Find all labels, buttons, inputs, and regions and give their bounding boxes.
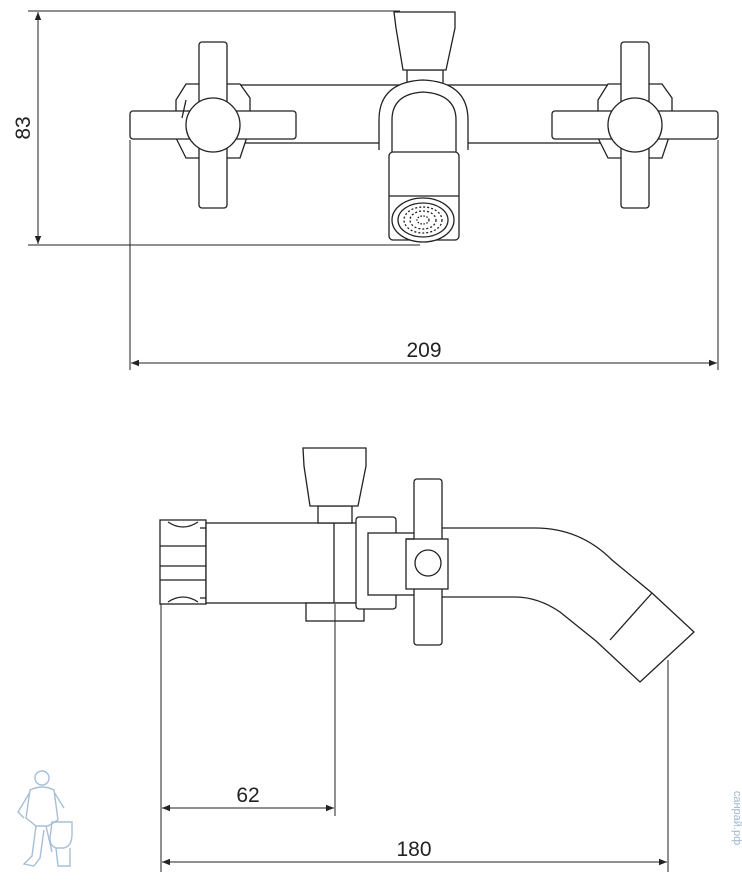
side-diverter-knob	[302, 447, 367, 524]
watermark-text: санрай.рф	[731, 791, 742, 845]
side-wall-nut	[159, 519, 207, 605]
height-dimension-label: 83	[12, 116, 35, 139]
side-view	[159, 447, 695, 683]
left-cross-handle	[129, 41, 297, 209]
plumber-mascot-logo	[17, 770, 73, 867]
front-spout	[378, 79, 469, 243]
side-dimension-lines	[160, 604, 669, 872]
side-curved-spout	[442, 527, 695, 683]
side-cross-handle	[405, 478, 449, 646]
front-dimension-lines	[28, 10, 719, 370]
wall-offset-label: 62	[236, 784, 259, 807]
projection-label: 180	[396, 838, 431, 861]
width-dimension-label: 209	[406, 339, 441, 362]
right-cross-handle	[551, 41, 719, 209]
front-view	[129, 11, 719, 243]
side-main-body	[205, 522, 369, 604]
diverter-knob	[393, 11, 456, 87]
